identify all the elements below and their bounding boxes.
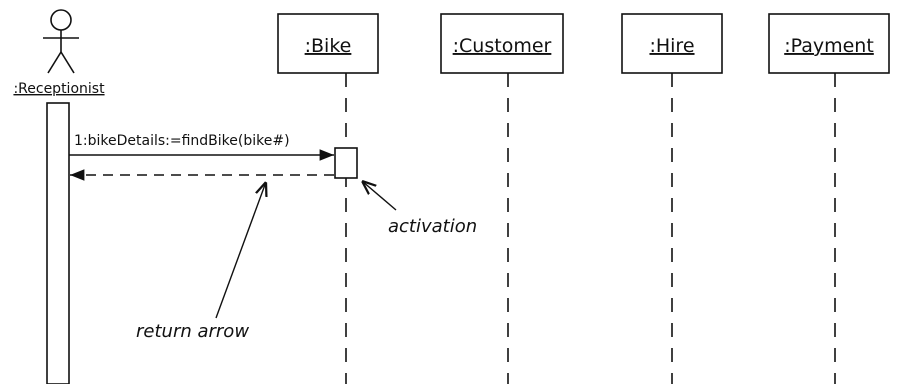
return-arrow-pointer-arrow [215,182,266,319]
bike-object-label: :Bike [305,35,352,57]
hire-object-label: :Hire [649,35,694,57]
bike-activation-box [334,147,358,179]
hire-object: :Hire [621,13,723,74]
payment-object-box [768,13,890,74]
activation-annotation: activation [388,216,477,237]
activation-pointer-arrow [362,181,397,211]
receptionist-activation-bar [46,102,70,384]
stick-figure-icon [43,9,79,74]
find-bike-message-label: 1:bikeDetails:=findBike(bike#) [74,133,290,149]
return-arrow-annotation: return arrow [136,321,249,342]
receptionist-actor: :Receptionist [13,9,105,384]
bike-object-box [277,13,379,74]
bike-object: :Bike [277,13,379,74]
customer-object-label: :Customer [453,35,552,57]
payment-object-label: :Payment [784,35,874,57]
customer-object-box [440,13,564,74]
payment-object: :Payment [768,13,890,74]
receptionist-label: :Receptionist [13,81,105,97]
customer-object: :Customer [440,13,564,74]
hire-object-box [621,13,723,74]
